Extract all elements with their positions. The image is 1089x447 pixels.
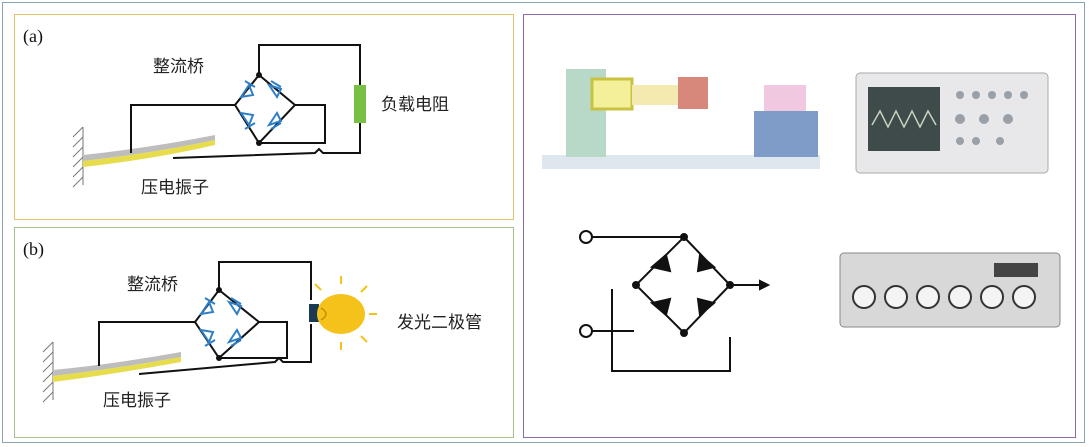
equipment-panel xyxy=(523,14,1076,438)
piezo-layer-a xyxy=(83,140,215,167)
load-label: 负载电阻 xyxy=(381,95,449,115)
panel-a: (a) 整流桥 负载电阻 压电振子 xyxy=(14,14,514,220)
circuit-a-diagram: (a) 整流桥 负载电阻 压电振子 xyxy=(23,26,449,198)
piezo-beam-a xyxy=(83,135,215,161)
wall-icon-b xyxy=(42,341,54,403)
led-label: 发光二极管 xyxy=(397,313,482,333)
wires-b xyxy=(98,261,312,375)
bridge-rectifier-a xyxy=(233,72,297,146)
bridge-label-b: 整流桥 xyxy=(127,275,178,295)
panel-b: (b) 整流桥 发光二极管 压电振子 xyxy=(14,227,514,438)
light-bulb-icon xyxy=(309,276,377,350)
oscilloscope-icon xyxy=(855,72,1049,174)
bridge-rectifier-b xyxy=(193,287,261,361)
piezo-beam-b xyxy=(53,352,181,376)
bridge-rectifier-schematic-icon xyxy=(579,230,771,372)
piezo-label-a: 压电振子 xyxy=(141,178,209,198)
panel-b-label: (b) xyxy=(23,239,44,260)
panel-a-label: (a) xyxy=(23,26,43,47)
load-resistor xyxy=(354,85,366,123)
piezo-label-b: 压电振子 xyxy=(103,391,171,411)
wires-a xyxy=(130,44,361,159)
equipment-illustrations xyxy=(542,69,1061,372)
vibration-test-bench-icon xyxy=(542,69,820,169)
decade-resistance-box-icon xyxy=(839,252,1061,328)
piezo-layer-b xyxy=(53,357,181,382)
circuit-b-diagram: (b) 整流桥 发光二极管 压电振子 xyxy=(23,239,482,411)
bridge-label-a: 整流桥 xyxy=(153,57,204,77)
wall-icon-a xyxy=(72,126,84,188)
